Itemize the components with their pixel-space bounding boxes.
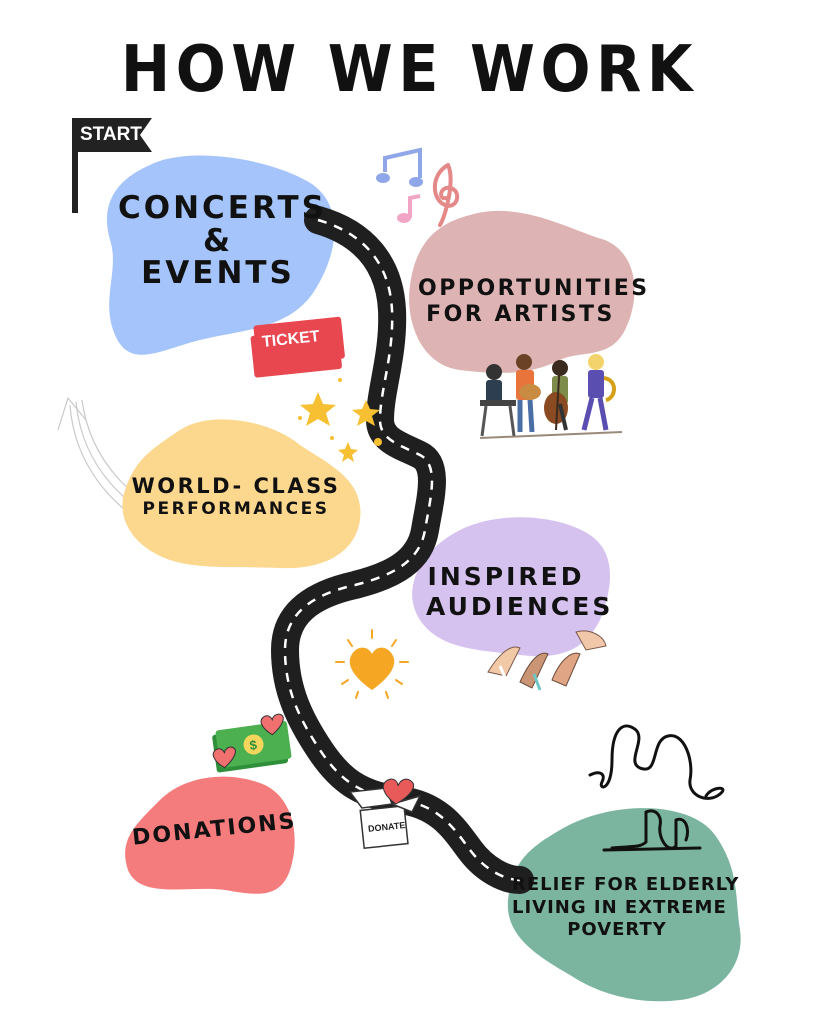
step-opportunities-line-1: OPPORTUNITIES [418,276,650,301]
band-musicians-icon [479,354,623,439]
start-flag-icon [72,118,152,213]
donate-box-icon [348,778,422,850]
blob-relief [507,808,741,1002]
music-notes-icon [376,147,460,227]
blob-performances [122,419,361,569]
svg-text:$: $ [249,737,259,753]
clapping-hands-icon [487,630,607,691]
blob-donations [125,776,295,894]
guitar-player [516,354,541,433]
glowing-heart-icon [335,629,409,699]
keyboard-player [480,364,516,437]
start-flag-label: START [80,124,142,145]
ticket-icon [250,316,345,378]
step-label-relief: RELIEF FOR ELDERLY LIVING IN EXTREME POV… [512,874,740,942]
step-relief-line-2: LIVING IN EXTREME [512,896,727,918]
stars-icon [298,378,382,462]
step-concerts-line-1: CONCERTS [118,190,327,226]
step-label-opportunities: OPPORTUNITIES FOR ARTISTS [418,276,650,328]
music-scribble-line-art [588,724,725,852]
saxophone-player [581,354,616,431]
step-concerts-line-3: EVENTS [141,255,295,292]
step-label-concerts: CONCERTS & EVENTS [118,190,327,292]
step-audiences-line-1: INSPIRED [427,562,585,591]
page-title: HOW WE WORK [120,33,699,107]
step-relief-line-1: RELIEF FOR ELDERLY [512,874,740,895]
step-label-performances: WORLD- CLASS PERFORMANCES [126,474,346,519]
money-hearts-icon: $ [212,713,292,773]
step-concerts-line-2: & [202,222,234,259]
blob-opportunities [409,210,635,373]
step-opportunities-line-2: FOR ARTISTS [426,301,615,327]
step-audiences-line-2: AUDIENCES [426,591,614,621]
step-performances-line-1: WORLD- CLASS [131,474,341,498]
blob-audiences [412,517,610,657]
step-relief-line-3: POVERTY [567,919,667,940]
step-performances-line-2: PERFORMANCES [142,498,330,519]
bass-player [544,359,568,431]
step-label-audiences: INSPIRED AUDIENCES [426,562,614,621]
blob-concerts [106,155,335,355]
